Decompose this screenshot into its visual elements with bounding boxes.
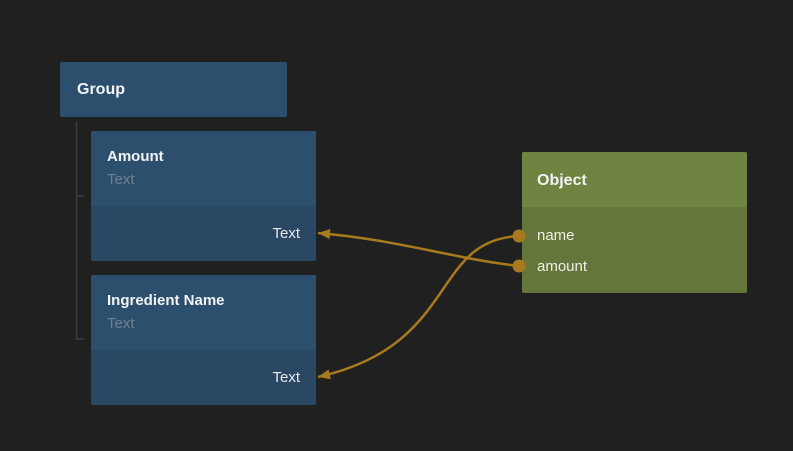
object-node-header: Object	[522, 152, 747, 207]
object-node-body: name amount	[522, 207, 747, 282]
object-input-name-label: name	[537, 227, 575, 244]
field-node-ingredient-name-title: Ingredient Name	[107, 292, 225, 309]
field-node-amount[interactable]: Amount Text Text	[91, 131, 316, 261]
object-node[interactable]: Object name amount	[522, 152, 747, 293]
wire-amount-to-amount-text[interactable]	[317, 229, 520, 268]
field-node-amount-output-row: Text	[91, 206, 316, 261]
object-input-row-amount[interactable]: amount	[537, 251, 747, 282]
field-node-ingredient-name-output-row: Text	[91, 350, 316, 405]
group-tree-guide-line	[75, 122, 84, 340]
wire-name-to-ingredient-text[interactable]	[317, 234, 520, 380]
field-node-amount-output-label: Text	[272, 225, 300, 242]
field-node-ingredient-name-output-label: Text	[272, 369, 300, 386]
field-node-amount-subtitle: Text	[107, 171, 135, 188]
field-node-ingredient-name-header: Ingredient Name Text	[91, 275, 316, 350]
object-node-title: Object	[537, 172, 587, 189]
field-node-amount-header: Amount Text	[91, 131, 316, 206]
object-input-amount-label: amount	[537, 258, 588, 275]
field-node-ingredient-name[interactable]: Ingredient Name Text Text	[91, 275, 316, 405]
field-node-ingredient-name-subtitle: Text	[107, 315, 135, 332]
group-node-title: Group	[77, 81, 125, 98]
object-input-row-name[interactable]: name	[537, 220, 747, 251]
group-node[interactable]: Group	[60, 62, 287, 117]
field-node-amount-title: Amount	[107, 148, 164, 165]
